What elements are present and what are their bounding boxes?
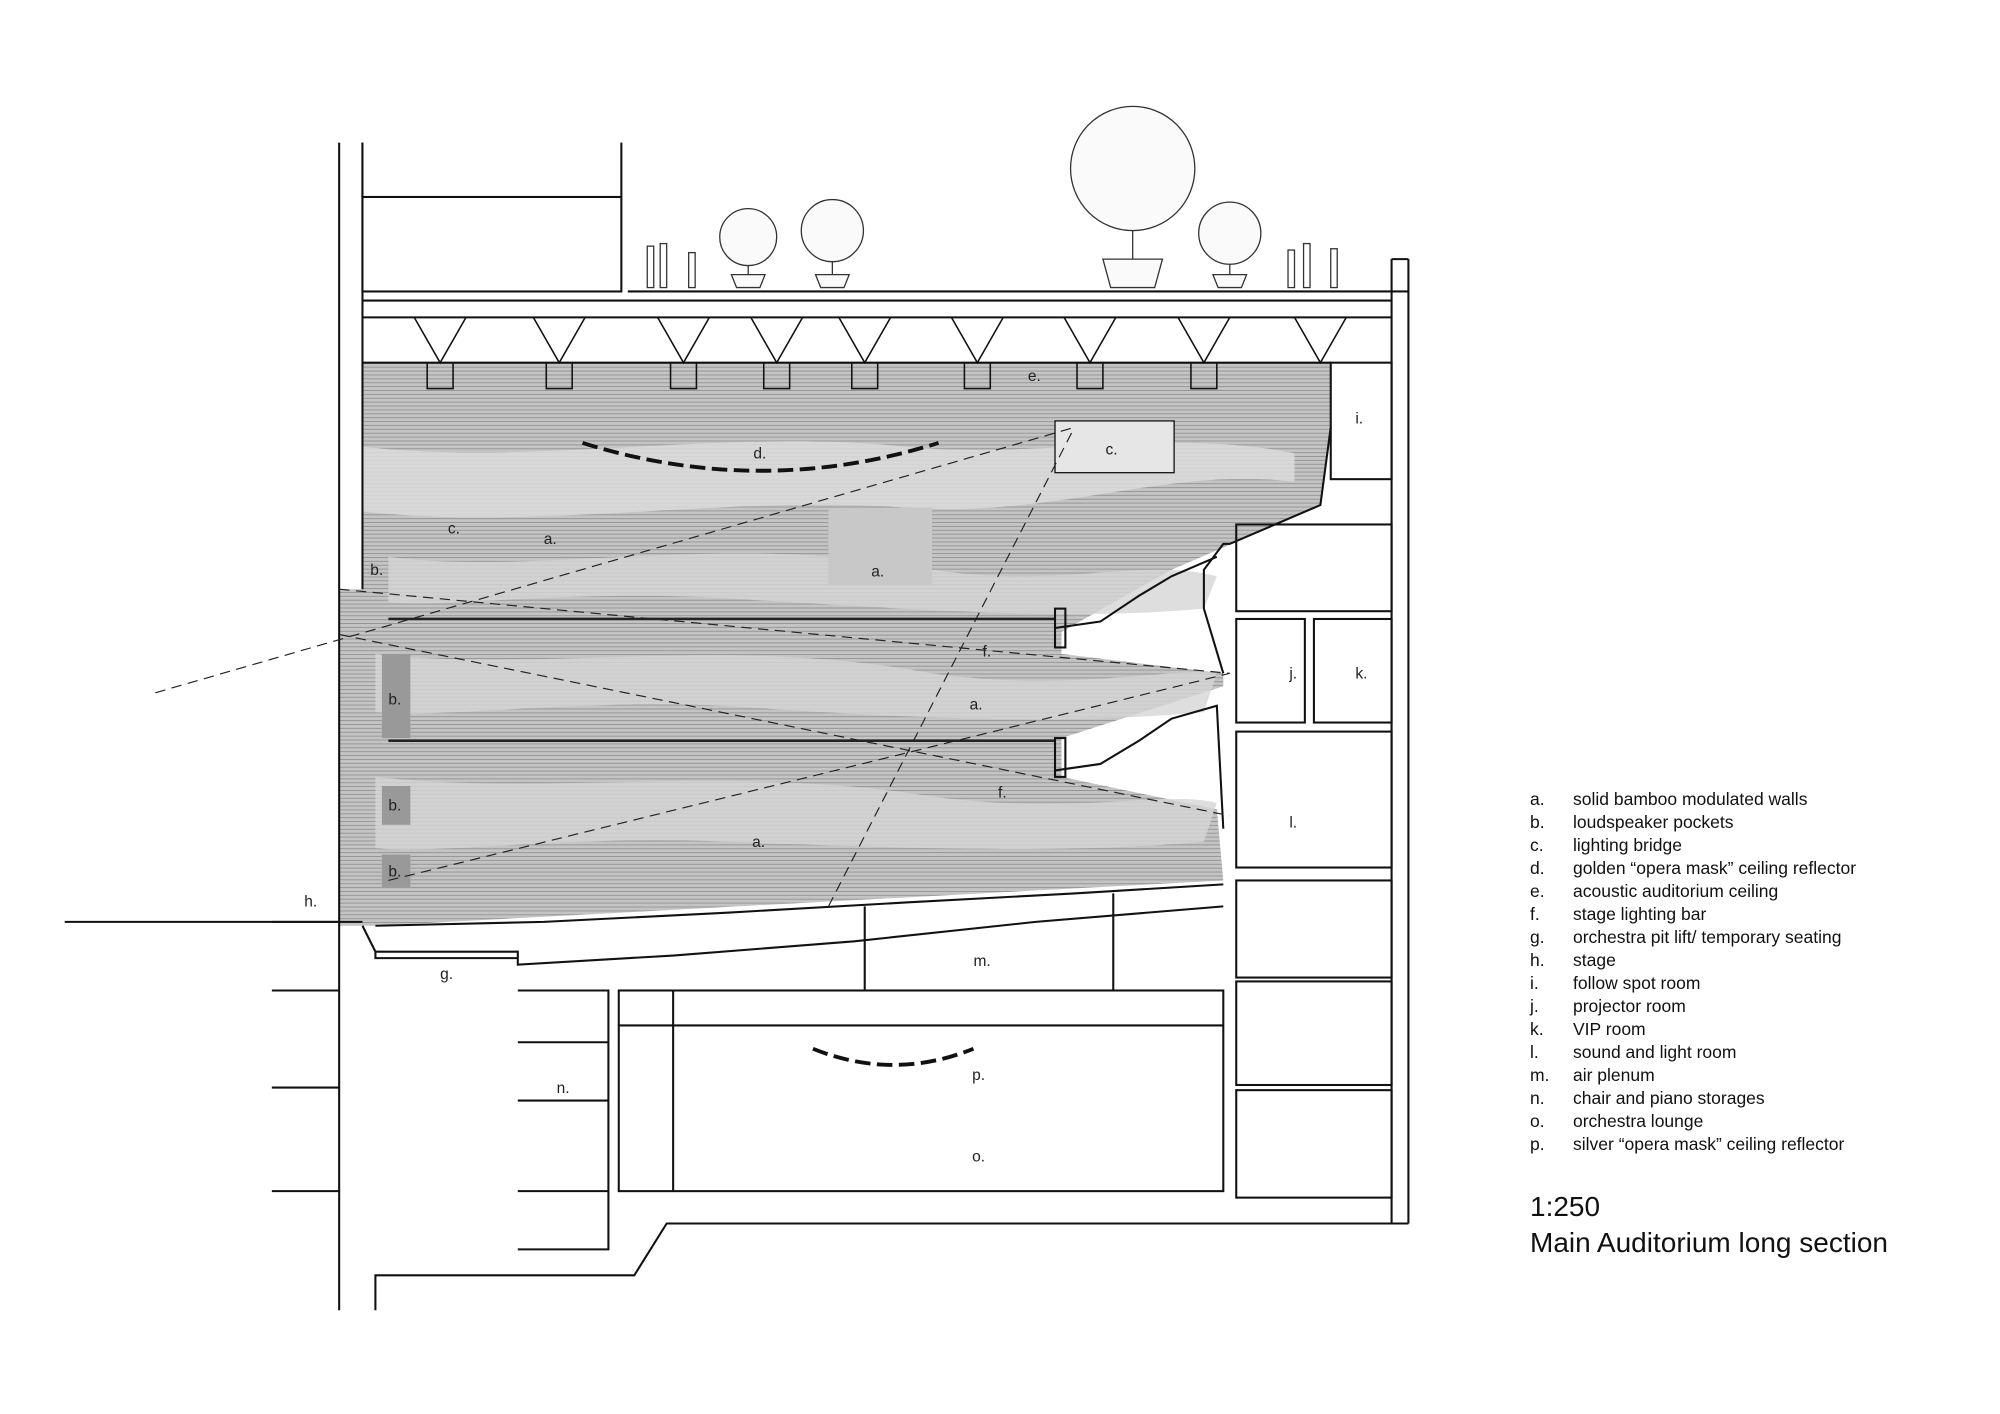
legend-text: VIP room: [1573, 1019, 1646, 1039]
legend-text: stage: [1573, 950, 1616, 970]
label-f: f.: [983, 644, 992, 661]
bamboo-wall-band: [388, 553, 1217, 615]
legend-text: stage lighting bar: [1573, 904, 1707, 924]
legend-item: h. stage: [1530, 949, 1856, 972]
legend-key: j.: [1530, 996, 1539, 1016]
label-b: b.: [388, 864, 401, 881]
label-i: i.: [1355, 411, 1363, 428]
legend-item: m. air plenum: [1530, 1064, 1856, 1087]
label-h: h.: [304, 893, 317, 910]
label-d: d.: [753, 445, 766, 462]
legend-item: p. silver “opera mask” ceiling reflector: [1530, 1133, 1856, 1156]
label-a: a.: [544, 531, 557, 548]
silver-ceiling-reflector: [812, 1046, 975, 1067]
legend-key: l.: [1530, 1042, 1539, 1062]
label-c: c.: [1106, 442, 1118, 459]
legend-text: silver “opera mask” ceiling reflector: [1573, 1134, 1845, 1154]
legend-key: h.: [1530, 950, 1545, 970]
legend-item: b. loudspeaker pockets: [1530, 811, 1856, 834]
legend-text: loudspeaker pockets: [1573, 812, 1734, 832]
label-g: g.: [440, 966, 453, 983]
label-f: f.: [998, 785, 1007, 802]
legend-item: l. sound and light room: [1530, 1041, 1856, 1064]
legend: a. solid bamboo modulated walls b. loudspea…: [1530, 788, 1856, 1156]
legend-key: d.: [1530, 858, 1545, 878]
label-a: a.: [752, 834, 765, 851]
legend-text: follow spot room: [1573, 973, 1701, 993]
label-k: k.: [1355, 666, 1367, 683]
legend-text: chair and piano storages: [1573, 1088, 1765, 1108]
auditorium-volume: [339, 362, 1331, 926]
label-a: a.: [871, 563, 884, 580]
legend-text: projector room: [1573, 996, 1686, 1016]
roof-garden: [646, 105, 1338, 289]
legend-text: acoustic auditorium ceiling: [1573, 881, 1779, 901]
legend-key: e.: [1530, 881, 1545, 901]
legend-key: o.: [1530, 1111, 1545, 1131]
golden-ceiling-reflector: [581, 441, 940, 473]
label-n: n.: [557, 1080, 570, 1097]
legend-key: k.: [1530, 1019, 1544, 1039]
legend-item: k. VIP room: [1530, 1018, 1856, 1041]
legend-text: air plenum: [1573, 1065, 1655, 1085]
legend-key: g.: [1530, 927, 1545, 947]
legend-text: lighting bridge: [1573, 835, 1682, 855]
legend-item: a. solid bamboo modulated walls: [1530, 788, 1856, 811]
legend-text: orchestra lounge: [1573, 1111, 1704, 1131]
label-p: p.: [972, 1067, 985, 1084]
legend-key: f.: [1530, 904, 1540, 924]
lighting-bridge: [1054, 420, 1175, 474]
legend-key: c.: [1530, 835, 1544, 855]
legend-item: g. orchestra pit lift/ temporary seating: [1530, 926, 1856, 949]
label-m: m.: [973, 953, 990, 970]
legend-item: n. chair and piano storages: [1530, 1087, 1856, 1110]
label-e: e.: [1028, 368, 1041, 385]
legend-key: m.: [1530, 1065, 1550, 1085]
legend-key: i.: [1530, 973, 1539, 993]
legend-item: f. stage lighting bar: [1530, 903, 1856, 926]
sight-lines: [155, 426, 1230, 907]
label-j: j.: [1288, 666, 1297, 683]
bamboo-wall-band: [375, 653, 1217, 720]
legend-item: o. orchestra lounge: [1530, 1110, 1856, 1133]
legend-item: d. golden “opera mask” ceiling reflector: [1530, 857, 1856, 880]
label-b: b.: [388, 691, 401, 708]
drawing-title: Main Auditorium long section: [1530, 1227, 1888, 1258]
legend-key: n.: [1530, 1088, 1545, 1108]
label-c: c.: [448, 521, 460, 538]
label-b: b.: [370, 562, 383, 579]
legend-item: e. acoustic auditorium ceiling: [1530, 880, 1856, 903]
legend-key: p.: [1530, 1134, 1545, 1154]
legend-text: sound and light room: [1573, 1042, 1737, 1062]
roof-trusses: [413, 316, 1347, 390]
legend-item: i. follow spot room: [1530, 972, 1856, 995]
legend-item: j. projector room: [1530, 995, 1856, 1018]
scale-label: 1:250: [1530, 1191, 1601, 1222]
legend-text: orchestra pit lift/ temporary seating: [1573, 927, 1842, 947]
building-structure: [64, 142, 1410, 1311]
drawing-labels: e. i. d. c. c. a. b. a. j. k. f. a. b. f…: [304, 368, 1367, 1166]
legend-text: solid bamboo modulated walls: [1573, 789, 1808, 809]
label-b: b.: [388, 798, 401, 815]
label-l: l.: [1289, 814, 1297, 831]
legend-text: golden “opera mask” ceiling reflector: [1573, 858, 1857, 878]
legend-key: a.: [1530, 789, 1545, 809]
label-o: o.: [972, 1148, 985, 1165]
legend-item: c. lighting bridge: [1530, 834, 1856, 857]
legend-key: b.: [1530, 812, 1545, 832]
label-a: a.: [970, 697, 983, 714]
